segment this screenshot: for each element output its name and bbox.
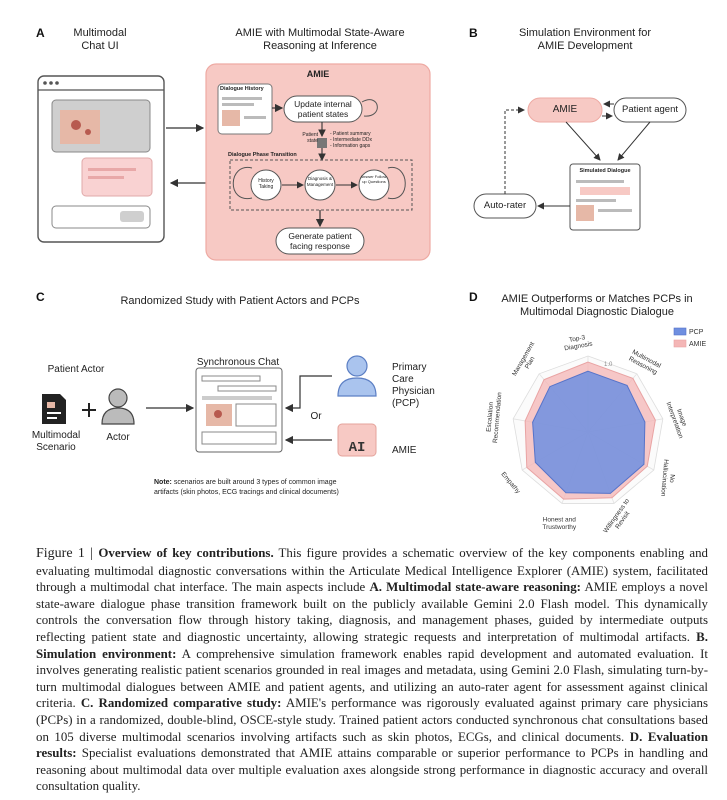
legend-label: PCP — [689, 329, 704, 336]
pcp-person-icon — [337, 355, 377, 397]
radar-chart: 1.0Top-3DiagnosisMultimodalReasoningImag… — [485, 327, 706, 535]
pcp-label: Primary Care Physician (PCP) — [392, 362, 435, 409]
amie-node — [527, 97, 603, 123]
simulation-title: Simulation Environment for AMIE Developm… — [518, 27, 652, 52]
phase-transition-label: Dialogue Phase Transition — [228, 152, 297, 158]
figure-label: Figure 1 | — [36, 546, 99, 561]
radar-axis-label: Top-3Diagnosis — [562, 333, 593, 352]
scenario-label: Multimodal Scenario — [31, 430, 81, 453]
dialogue-history-label: Dialogue History — [220, 86, 264, 92]
radar-axis-label: NoHallucination — [659, 459, 677, 498]
amie-label: AMIE — [306, 69, 330, 79]
patient-state-node — [317, 138, 327, 148]
phase-history-label: History Taking — [258, 178, 274, 190]
randomized-study-title: Randomized Study with Patient Actors and… — [120, 295, 360, 307]
update-states-label: Update internal patient states — [294, 99, 352, 119]
radar-tick-label: 1.0 — [604, 362, 613, 368]
radar-axis-label: EscalationRecommendation — [485, 391, 504, 443]
patient-state-label: Patient state — [302, 132, 318, 144]
phase-history-node — [250, 169, 282, 201]
legend-swatch-pcp — [673, 327, 687, 336]
panel-c-diagram — [42, 355, 377, 457]
legend-label: AMIE — [689, 341, 706, 348]
radar-series-pcp — [532, 370, 646, 494]
update-states-pill — [283, 95, 363, 123]
ai-badge — [337, 423, 377, 457]
phase-diagnosis-node — [304, 169, 336, 201]
radar-title: AMIE Outperforms or Matches PCPs in Mult… — [501, 293, 693, 318]
radar-axis-label: ImageInterpretation — [665, 399, 692, 440]
phase-diagnosis-label: Diagnosis & Management — [306, 176, 334, 187]
patient-agent-label: Patient agent — [622, 104, 678, 115]
panel-d-letter: D — [469, 290, 478, 304]
reasoning-title: AMIE with Multimodal State-Aware Reasoni… — [235, 27, 405, 52]
panel-a-diagram — [37, 63, 431, 261]
patient-actor-label: Patient Actor — [47, 364, 105, 375]
synchronous-chat-window — [195, 367, 283, 453]
phase-transition-box — [229, 159, 413, 211]
chat-ui-title: Multimodal Chat UI — [73, 27, 127, 52]
panel-b-diagram — [473, 97, 687, 231]
sync-chat-label: Synchronous Chat — [196, 357, 280, 368]
panel-a-letter: A — [36, 26, 45, 40]
plus-icon — [82, 403, 96, 417]
actor-label: Actor — [106, 432, 130, 443]
phase-followup-label: Answer Follow-up Questions — [360, 174, 388, 184]
panel-b-letter: B — [469, 26, 478, 40]
caption-heading: Overview of key contributions. — [98, 546, 274, 560]
ai-badge-label: AI — [348, 440, 366, 456]
scenario-document-icon — [42, 394, 66, 424]
radar-axis-label: Empathy — [499, 471, 521, 496]
patient-state-items: - Patient summary - Intermediate DDx - I… — [330, 131, 372, 149]
simulated-dialogue-label: Simulated Dialogue — [579, 168, 631, 174]
actor-person-icon — [101, 388, 135, 425]
phase-followup-node — [358, 169, 390, 201]
figure-caption: Figure 1 | Overview of key contributions… — [36, 546, 708, 794]
scenario-note: Note: scenarios are built around 3 types… — [154, 479, 339, 496]
amie-node-label: AMIE — [552, 104, 578, 115]
generate-response-label: Generate patient facing response — [288, 231, 352, 251]
chat-ui-window — [37, 75, 165, 243]
panel-c-letter: C — [36, 290, 45, 304]
or-label: Or — [310, 411, 322, 422]
legend-swatch-amie — [673, 339, 687, 348]
auto-rater-label: Auto-rater — [483, 200, 527, 211]
generate-response-pill — [275, 227, 365, 255]
amie-label-c: AMIE — [392, 445, 417, 456]
